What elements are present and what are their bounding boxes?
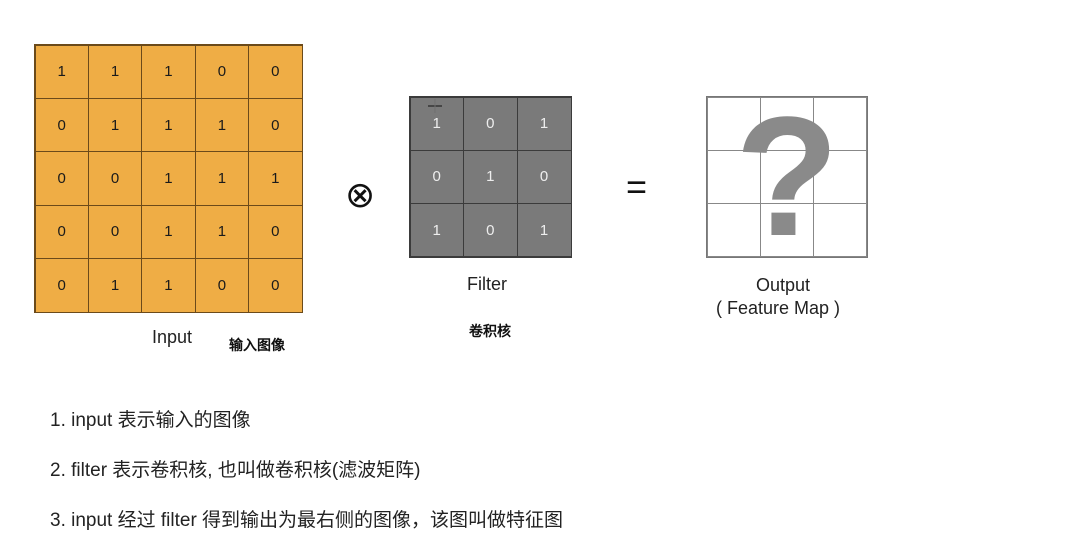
equals-operator: =: [626, 166, 648, 207]
input-cell: 0: [34, 151, 89, 206]
input-cell: 1: [141, 151, 196, 206]
input-cell: 0: [34, 258, 89, 313]
input-cell: 0: [248, 97, 303, 153]
output-cell: [759, 203, 815, 258]
input-cell: 1: [194, 204, 250, 260]
convolve-operator: ⊗: [345, 174, 376, 215]
output-cell: [813, 149, 868, 205]
filter-cell: 1: [516, 96, 572, 151]
output-label: Output: [756, 275, 811, 295]
filter-cell: 1: [409, 203, 465, 258]
output-cell: [759, 149, 815, 205]
input-cell: 0: [248, 44, 303, 99]
output-cell: [706, 203, 761, 258]
input-cell: 0: [248, 258, 303, 313]
output-cell: [706, 149, 761, 205]
input-cell: 0: [34, 204, 89, 260]
output-sublabel: ( Feature Map ): [716, 298, 841, 318]
input-cell: 1: [194, 151, 250, 206]
input-cell: 1: [194, 97, 250, 153]
output-matrix: [706, 96, 868, 258]
input-label: Input: [152, 327, 193, 347]
input-cn-label: 输入图像: [229, 337, 285, 353]
input-cell: 1: [141, 204, 196, 260]
input-cell: 1: [141, 97, 196, 153]
input-cell: 1: [248, 151, 303, 206]
input-cell: 1: [87, 97, 143, 153]
input-cell: 0: [34, 97, 89, 153]
filter-label: Filter: [467, 274, 507, 294]
input-cell: 0: [194, 44, 250, 99]
output-cell: [706, 96, 761, 151]
output-cell: [813, 203, 868, 258]
input-cell: 1: [141, 258, 196, 313]
input-cell: 0: [87, 204, 143, 260]
input-cell: 0: [87, 151, 143, 206]
input-cell: 1: [34, 44, 89, 99]
input-cell: 1: [87, 258, 143, 313]
input-cell: 0: [194, 258, 250, 313]
output-cell: [759, 96, 815, 151]
output-cell: [813, 96, 868, 151]
filter-cell: 0: [516, 149, 572, 205]
input-cell: 0: [248, 204, 303, 260]
note-item: 1. input 表示输入的图像: [50, 410, 251, 431]
filter-cell: 0: [409, 149, 465, 205]
note-item: 2. filter 表示卷积核, 也叫做卷积核(滤波矩阵): [50, 460, 421, 481]
note-item: 3. input 经过 filter 得到输出为最右侧的图像，该图叫做特征图: [50, 510, 564, 531]
input-cell: 1: [87, 44, 143, 99]
input-cell: 1: [141, 44, 196, 99]
filter-cell: 0: [463, 203, 518, 258]
filter-cell: 1: [463, 149, 518, 205]
filter-cn-label: 卷积核: [469, 323, 511, 339]
crosshair-cursor-icon: [428, 99, 442, 113]
filter-cell: 0: [463, 96, 518, 151]
filter-cell: 1: [516, 203, 572, 258]
